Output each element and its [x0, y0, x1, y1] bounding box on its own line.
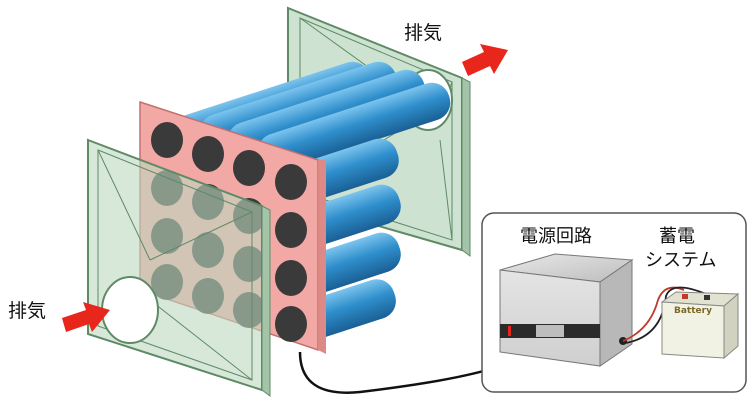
storage-system-label-line2: システム [645, 250, 717, 271]
red-arrow-icon [62, 302, 110, 332]
battery-wire-black [625, 286, 707, 344]
exhaust-label-left: 排気 [8, 300, 47, 322]
power-circuit-box [499, 253, 634, 367]
storage-system-label-line1: 蓄電 [659, 226, 695, 247]
battery-label: Battery [674, 306, 712, 316]
front-intake-duct [87, 138, 271, 397]
exhaust-label-top: 排気 [404, 22, 443, 44]
red-arrow-icon [462, 44, 508, 76]
connecting-cable [298, 351, 501, 394]
battery-icon [660, 291, 740, 360]
power-circuit-label: 電源回路 [520, 226, 592, 247]
